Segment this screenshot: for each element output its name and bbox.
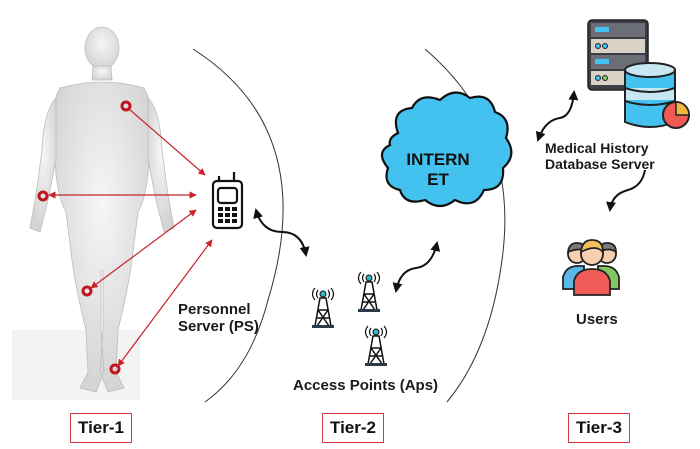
chest-sensor xyxy=(120,100,132,112)
internet-label-line2: ET xyxy=(427,170,449,189)
wrist-sensor xyxy=(37,190,49,202)
cell-tower-icon xyxy=(311,271,388,366)
tier-2-box: Tier-2 xyxy=(322,413,384,443)
users-label: Users xyxy=(576,311,618,328)
tier-3-box: Tier-3 xyxy=(568,413,630,443)
internet-label-line1: INTERN xyxy=(406,150,470,169)
ankle-link-arrow xyxy=(117,239,213,367)
database-label: Medical History Database Server xyxy=(545,140,655,172)
sensor-links xyxy=(48,108,213,367)
body-sensors xyxy=(37,100,132,375)
db-to-users-arrow xyxy=(606,169,646,212)
knee-sensor xyxy=(81,285,93,297)
personnel-server-label: Personnel Server (PS) xyxy=(178,301,259,335)
personnel-server-line2: Server (PS) xyxy=(178,318,259,335)
handheld-device-icon xyxy=(211,172,244,230)
chest-link-arrow xyxy=(128,108,206,176)
access-points-label: Access Points (Aps) xyxy=(293,377,439,394)
internet-label: INTERN ET xyxy=(388,150,488,190)
cloud-icon xyxy=(380,91,513,208)
tier1-boundary-arc xyxy=(192,48,284,403)
personnel-server-line1: Personnel xyxy=(178,301,251,318)
ps-to-ap-arrow xyxy=(253,208,310,257)
body-shadow xyxy=(12,330,140,400)
users-group-icon xyxy=(562,239,620,296)
ankle-sensor xyxy=(109,363,121,375)
server-database-icon xyxy=(587,19,690,129)
database-label-line2: Database Server xyxy=(545,156,655,172)
tier-1-box: Tier-1 xyxy=(70,413,132,443)
internet-to-db-arrow xyxy=(535,90,579,142)
ap-to-internet-arrow xyxy=(392,241,441,293)
database-label-line1: Medical History xyxy=(545,140,649,156)
network-links xyxy=(253,90,646,293)
